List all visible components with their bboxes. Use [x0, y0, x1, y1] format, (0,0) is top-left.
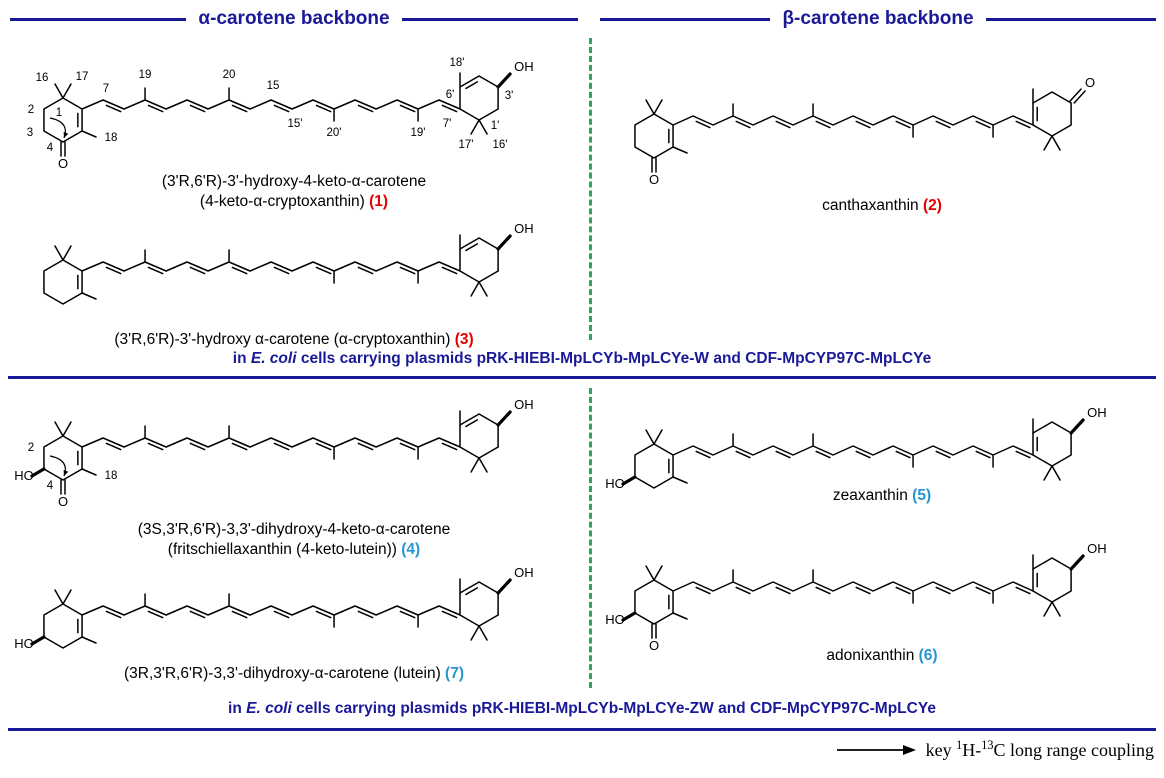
- svg-text:O: O: [649, 638, 659, 653]
- svg-text:2: 2: [28, 104, 34, 116]
- caption-2-species: E. coli: [246, 700, 292, 717]
- svg-text:4: 4: [47, 142, 54, 154]
- svg-text:O: O: [58, 494, 68, 509]
- key-h: H-: [962, 740, 982, 760]
- compound-6-number: (6): [918, 647, 938, 664]
- compound-3-number: (3): [454, 331, 474, 348]
- alpha-backbone-header: α-carotene backbone: [10, 8, 578, 30]
- structure-compound-1: O OH 16 17 7 19 20 15 15' 20' 19' 7' 18' 3' 6' 1' 17' 16'…: [27, 57, 534, 171]
- compound-5-caption: zeaxanthin (5): [604, 486, 1160, 506]
- compound-4-name: (fritschiellaxanthin (4-keto-lutein)): [167, 541, 402, 559]
- compound-7-name: (3R,3'R,6'R)-3,3'-dihydroxy-α-carotene (…: [123, 665, 446, 682]
- svg-text:1': 1': [491, 120, 500, 132]
- svg-text:18: 18: [105, 470, 118, 482]
- header-rule-icon: [401, 17, 578, 21]
- structure-compound-3: OH: [43, 221, 534, 305]
- svg-text:17: 17: [76, 71, 89, 83]
- compound-2-name: canthaxanthin: [822, 197, 923, 214]
- section-rule-1: [8, 376, 1156, 379]
- key-h-superscript: 1: [956, 738, 963, 752]
- compound-4-number: (4): [401, 541, 421, 559]
- caption-2-rest: cells carrying plasmids pRK-HIEBI-MpLCYb…: [291, 700, 936, 717]
- svg-text:15': 15': [288, 118, 303, 130]
- structure-compound-5: HO OH: [605, 405, 1107, 491]
- compound-2-number: (2): [922, 197, 942, 214]
- key-c-rest: C long range coupling: [993, 740, 1154, 760]
- pathway-caption-2: in E. coli cells carrying plasmids pRK-H…: [0, 700, 1164, 718]
- svg-text:20': 20': [327, 127, 342, 139]
- structure-compound-6: O HO OH: [605, 541, 1107, 653]
- caption-1-prefix: in: [232, 350, 251, 367]
- section-rule-2: [8, 728, 1156, 731]
- header-rule-icon: [600, 17, 771, 21]
- beta-backbone-title: β-carotene backbone: [782, 8, 974, 29]
- svg-text:O: O: [58, 156, 68, 171]
- compound-4-name-line2: (fritschiellaxanthin (4-keto-lutein)) (4…: [10, 540, 578, 560]
- beta-backbone-header: β-carotene backbone: [600, 8, 1157, 30]
- header-rule-icon: [10, 17, 187, 21]
- compound-5-number: (5): [912, 487, 932, 504]
- svg-text:7': 7': [443, 118, 452, 130]
- compound-7-caption: (3R,3'R,6'R)-3,3'-dihydroxy-α-carotene (…: [10, 664, 578, 684]
- compound-2-caption: canthaxanthin (2): [604, 196, 1160, 216]
- compound-4-name-line1: (3S,3'R,6'R)-3,3'-dihydroxy-4-keto-α-car…: [137, 521, 451, 538]
- pathway-caption-1: in E. coli cells carrying plasmids pRK-H…: [0, 350, 1164, 368]
- key-c-superscript: 13: [981, 738, 994, 752]
- svg-text:7: 7: [103, 83, 109, 95]
- svg-text:16': 16': [493, 139, 508, 151]
- svg-text:16: 16: [36, 72, 49, 84]
- svg-text:HO: HO: [14, 636, 34, 651]
- key-prefix: key: [925, 740, 957, 760]
- svg-text:O: O: [649, 172, 659, 187]
- svg-text:3: 3: [27, 127, 33, 139]
- compound-4-caption: (3S,3'R,6'R)-3,3'-dihydroxy-4-keto-α-car…: [10, 520, 578, 561]
- svg-text:4: 4: [47, 480, 54, 492]
- compound-3-name: (3'R,6'R)-3'-hydroxy α-carotene (α-crypt…: [114, 331, 455, 348]
- svg-text:OH: OH: [514, 221, 534, 236]
- compound-6-name: adonixanthin: [826, 647, 919, 664]
- caption-2-prefix: in: [228, 700, 247, 717]
- compound-1-name: (4-keto-α-cryptoxanthin): [199, 193, 370, 211]
- alpha-backbone-title: α-carotene backbone: [198, 8, 390, 29]
- svg-text:17': 17': [459, 139, 474, 151]
- svg-text:OH: OH: [1087, 541, 1107, 556]
- legend-key-text: key 1H-13C long range coupling: [926, 738, 1154, 761]
- svg-text:OH: OH: [514, 565, 534, 580]
- caption-1-species: E. coli: [250, 350, 297, 367]
- svg-text:18': 18': [450, 57, 465, 69]
- compound-1-name-line2: (4-keto-α-cryptoxanthin) (1): [10, 192, 578, 212]
- svg-text:HO: HO: [605, 476, 625, 491]
- svg-text:19: 19: [139, 69, 152, 81]
- svg-text:2: 2: [28, 442, 34, 454]
- svg-text:HO: HO: [605, 612, 625, 627]
- header-rule-icon: [985, 17, 1157, 21]
- legend-key: key 1H-13C long range coupling: [835, 738, 1154, 761]
- svg-text:15: 15: [267, 80, 280, 92]
- svg-text:3': 3': [505, 90, 514, 102]
- structure-compound-4: O HO OH 2 4 18: [14, 397, 534, 509]
- compound-6-caption: adonixanthin (6): [604, 646, 1160, 666]
- compound-3-caption: (3'R,6'R)-3'-hydroxy α-carotene (α-crypt…: [10, 330, 578, 350]
- svg-text:20: 20: [223, 69, 236, 81]
- compound-1-name-line1: (3'R,6'R)-3'-hydroxy-4-keto-α-carotene: [161, 173, 427, 190]
- svg-text:OH: OH: [1087, 405, 1107, 420]
- svg-text:HO: HO: [14, 468, 34, 483]
- long-range-coupling-arrow-icon: [836, 744, 916, 755]
- compound-7-number: (7): [445, 665, 464, 682]
- dashed-divider-top: [589, 38, 592, 340]
- structure-compound-7: HO OH: [14, 565, 534, 651]
- svg-text:OH: OH: [514, 59, 534, 74]
- svg-text:19': 19': [411, 127, 426, 139]
- svg-text:18: 18: [105, 132, 118, 144]
- structure-compound-2: OO: [634, 75, 1095, 187]
- svg-text:1: 1: [56, 107, 62, 119]
- compound-1-caption: (3'R,6'R)-3'-hydroxy-4-keto-α-carotene (…: [10, 172, 578, 213]
- svg-text:6': 6': [446, 89, 455, 101]
- svg-text:OH: OH: [514, 397, 534, 412]
- dashed-divider-bottom: [589, 388, 592, 688]
- compound-1-number: (1): [369, 193, 389, 211]
- caption-1-rest: cells carrying plasmids pRK-HIEBI-MpLCYb…: [296, 350, 932, 367]
- svg-text:O: O: [1085, 75, 1095, 90]
- compound-5-name: zeaxanthin: [832, 487, 913, 504]
